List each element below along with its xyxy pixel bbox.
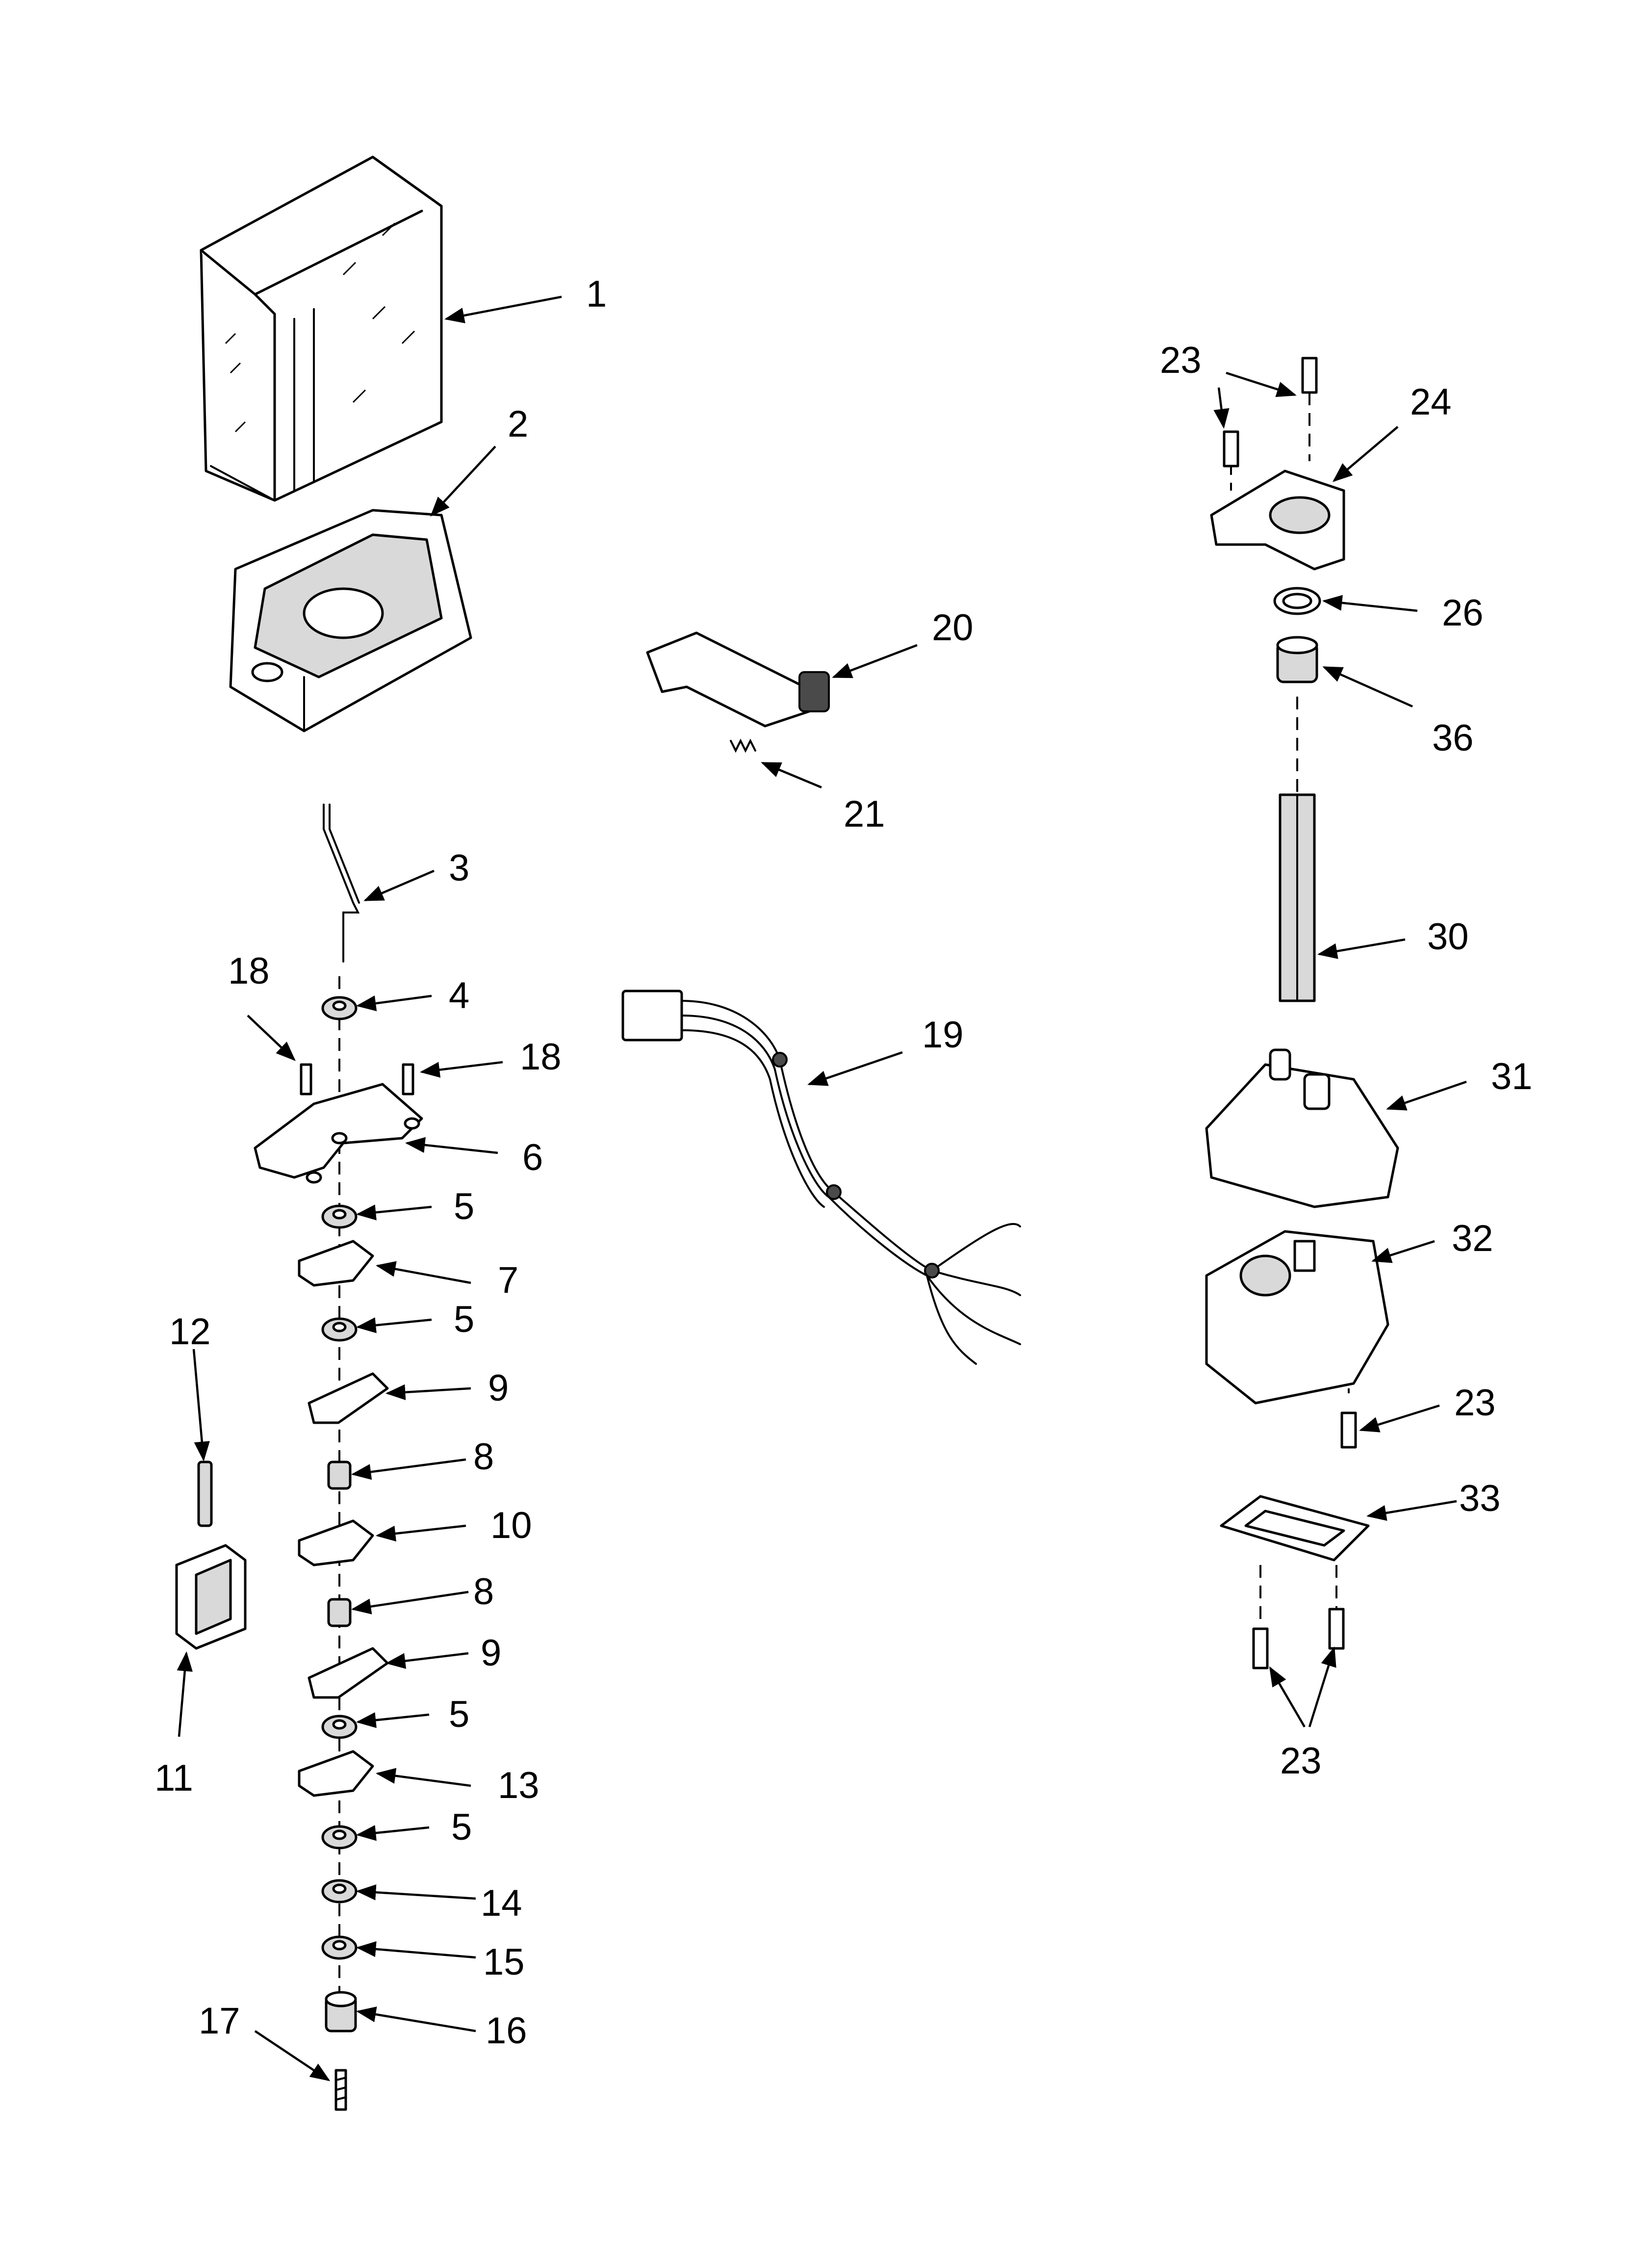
callout-21: 21 <box>844 793 885 835</box>
callout-30: 30 <box>1427 916 1469 958</box>
callout-5-c: 5 <box>449 1694 469 1735</box>
callout-9-b: 9 <box>481 1632 501 1674</box>
shaft-stack <box>254 976 423 2111</box>
part-4-washer <box>321 996 358 1020</box>
part-12-pin <box>197 1460 213 1527</box>
part-13-cam <box>298 1750 374 1797</box>
part-3-crank-rod <box>323 804 360 963</box>
callout-10: 10 <box>490 1505 532 1546</box>
callout-15: 15 <box>483 1941 525 1983</box>
callout-5-d: 5 <box>451 1806 472 1848</box>
callout-31: 31 <box>1491 1056 1533 1097</box>
callout-13: 13 <box>498 1765 539 1806</box>
callout-7: 7 <box>498 1259 518 1301</box>
part-14-washer <box>321 1879 358 1903</box>
part-32-gear-motor <box>1205 1230 1389 1405</box>
part-8-bushing-b <box>327 1598 352 1627</box>
callout-11: 11 <box>154 1757 193 1799</box>
part-24-bracket <box>1210 469 1345 571</box>
callout-18-a: 18 <box>228 950 270 992</box>
callout-8-a: 8 <box>473 1436 494 1478</box>
part-17-screw <box>334 2069 347 2111</box>
callout-23-b: 23 <box>1454 1382 1496 1424</box>
callout-5-a: 5 <box>454 1186 474 1227</box>
part-31-motor-cover <box>1205 1048 1399 1208</box>
callout-24: 24 <box>1410 381 1452 423</box>
part-15-washer <box>321 1935 358 1960</box>
part-36-bushing <box>1276 636 1318 683</box>
callout-26: 26 <box>1442 592 1484 634</box>
callout-36: 36 <box>1432 717 1474 759</box>
part-21-spring <box>730 738 756 753</box>
right-assembly <box>1205 357 1399 1669</box>
part-18-screws <box>300 1063 414 1095</box>
part-23-screw-top-right <box>1301 357 1318 394</box>
callout-2: 2 <box>508 403 528 445</box>
callout-23-a: 23 <box>1160 339 1202 381</box>
part-23-screw-top-left <box>1223 430 1239 468</box>
part-5-washer-c <box>321 1715 358 1739</box>
callout-6: 6 <box>522 1137 543 1178</box>
callout-8-b: 8 <box>473 1571 494 1613</box>
part-8-bushing-a <box>327 1460 352 1490</box>
part-16-coupler <box>325 1991 357 2033</box>
part-9-cam-a <box>308 1372 389 1424</box>
callout-14: 14 <box>481 1882 522 1924</box>
part-9-cam-b <box>308 1647 389 1699</box>
callout-12: 12 <box>169 1311 211 1353</box>
part-23-screw-bottom-left <box>1252 1627 1269 1669</box>
part-7-cam <box>298 1240 374 1287</box>
callout-16: 16 <box>486 2010 527 2052</box>
part-23-screw-bottom-right <box>1328 1608 1345 1650</box>
part-6-bracket <box>254 1083 423 1184</box>
callout-labels: 1 2 3 4 5 5 5 5 6 7 8 8 9 9 10 11 12 13 … <box>154 273 1533 2052</box>
callout-4: 4 <box>449 975 469 1017</box>
callout-33: 33 <box>1459 1478 1501 1519</box>
part-5-washer-a <box>321 1204 358 1229</box>
callout-3: 3 <box>449 847 469 889</box>
part-2-auger-housing <box>229 509 472 732</box>
part-5-washer-b <box>321 1317 358 1342</box>
callout-5-b: 5 <box>454 1299 474 1340</box>
part-19-wire-harness <box>621 990 1021 1365</box>
callout-19: 19 <box>922 1014 964 1056</box>
callout-17: 17 <box>199 2000 240 2042</box>
part-33-gasket <box>1220 1495 1370 1562</box>
callout-20: 20 <box>932 607 974 649</box>
part-23-screw-mid <box>1340 1411 1357 1449</box>
callout-32: 32 <box>1452 1218 1493 1259</box>
part-10-cam <box>298 1519 374 1566</box>
callout-1: 1 <box>586 273 607 315</box>
part-11-block <box>175 1544 247 1650</box>
part-30-shaft <box>1279 793 1316 1002</box>
part-1-ice-bucket <box>200 156 443 502</box>
leader-lines <box>177 295 1467 2082</box>
callout-9-a: 9 <box>488 1367 509 1409</box>
callout-23-c: 23 <box>1280 1740 1322 1782</box>
part-26-ring <box>1273 587 1321 615</box>
part-5-washer-d <box>321 1825 358 1850</box>
callout-18-b: 18 <box>520 1036 562 1078</box>
part-20-bracket <box>646 631 830 728</box>
